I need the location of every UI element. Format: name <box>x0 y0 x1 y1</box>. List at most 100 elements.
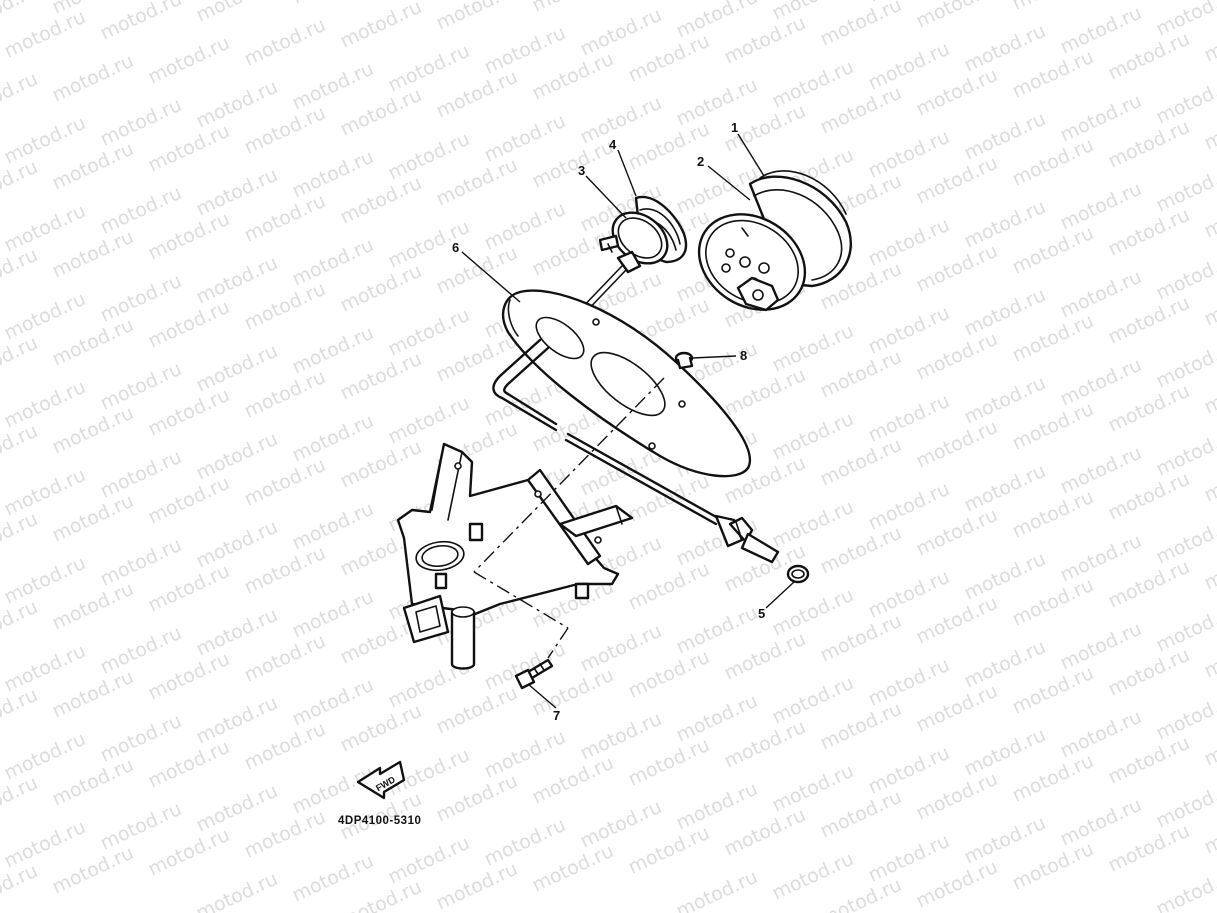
watermark-text: motod.ru <box>289 410 377 467</box>
watermark-text: motod.ru <box>289 58 377 115</box>
watermark-text: motod.ru <box>721 804 809 861</box>
watermark-text: motod.ru <box>961 20 1049 77</box>
watermark-text: motod.ru <box>193 604 281 661</box>
watermark-text: motod.ru <box>769 760 857 817</box>
watermark-text: motod.ru <box>961 724 1049 781</box>
watermark-text: motod.ru <box>97 446 185 503</box>
watermark-text: motod.ru <box>49 578 137 635</box>
watermark-text: motod.ru <box>289 0 377 9</box>
watermark-text: motod.ru <box>673 162 761 219</box>
watermark-text: motod.ru <box>673 866 761 913</box>
watermark-text: motod.ru <box>0 68 41 125</box>
watermark-text: motod.ru <box>529 48 617 105</box>
watermark-text: motod.ru <box>529 136 617 193</box>
watermark-text: motod.ru <box>865 566 953 623</box>
watermark-text: motod.ru <box>961 284 1049 341</box>
watermark-text: motod.ru <box>385 40 473 97</box>
watermark-text: motod.ru <box>481 22 569 79</box>
watermark-text: motod.ru <box>337 260 425 317</box>
watermark-text: motod.ru <box>817 698 905 755</box>
watermark-text: motod.ru <box>1 376 89 433</box>
watermark-text: motod.ru <box>241 718 329 775</box>
watermark-text: motod.ru <box>769 848 857 905</box>
watermark-text: motod.ru <box>1105 116 1193 173</box>
watermark-text: motod.ru <box>49 314 137 371</box>
watermark-text: motod.ru <box>49 754 137 811</box>
speedometer-cable <box>492 338 780 564</box>
watermark-text: motod.ru <box>721 12 809 69</box>
watermark-text: motod.ru <box>289 674 377 731</box>
watermark-text: motod.ru <box>337 172 425 229</box>
watermark-text: motod.ru <box>1009 398 1097 455</box>
watermark-text: motod.ru <box>337 84 425 141</box>
watermark-text: motod.ru <box>769 672 857 729</box>
watermark-text: motod.ru <box>289 322 377 379</box>
watermark-text: motod.ru <box>145 32 233 89</box>
watermark-text: motod.ru <box>673 690 761 747</box>
watermark-text: motod.ru <box>529 752 617 809</box>
watermark-text: motod.ru <box>817 786 905 843</box>
watermark-text: motod.ru <box>1105 292 1193 349</box>
watermark-text: motod.ru <box>673 602 761 659</box>
watermark-text: motod.ru <box>1105 28 1193 85</box>
callout-7: 7 <box>553 708 560 723</box>
watermark-text: motod.ru <box>865 38 953 95</box>
watermark-text: motod.ru <box>817 610 905 667</box>
watermark-text: motod.ru <box>289 234 377 291</box>
watermark-text: motod.ru <box>433 242 521 299</box>
watermark-text: motod.ru <box>1 816 89 873</box>
watermark-text: motod.ru <box>1 464 89 521</box>
watermark-text: motod.ru <box>49 842 137 899</box>
watermark-text: motod.ru <box>0 508 41 565</box>
watermark-text: motod.ru <box>433 330 521 387</box>
watermark-text: motod.ru <box>385 392 473 449</box>
watermark-text: motod.ru <box>49 138 137 195</box>
watermark-text: motod.ru <box>865 302 953 359</box>
o-ring-part <box>786 564 810 584</box>
watermark-text: motod.ru <box>49 402 137 459</box>
watermark-text: motod.ru <box>1057 794 1145 851</box>
watermark-text: motod.ru <box>817 522 905 579</box>
watermark-text: motod.ru <box>289 586 377 643</box>
callout-4: 4 <box>609 137 617 152</box>
watermark-text: motod.ru <box>193 780 281 837</box>
watermark-text: motod.ru <box>193 692 281 749</box>
watermark-text: motod.ru <box>433 66 521 123</box>
watermark-text: motod.ru <box>241 366 329 423</box>
watermark-text: motod.ru <box>961 812 1049 869</box>
watermark-text: motod.ru <box>145 472 233 529</box>
watermark-text: motod.ru <box>241 454 329 511</box>
watermark-text: motod.ru <box>1 6 89 63</box>
watermark-text: motod.ru <box>337 700 425 757</box>
watermark-text: motod.ru <box>769 56 857 113</box>
callout-5: 5 <box>758 606 765 621</box>
watermark-text: motod.ru <box>289 146 377 203</box>
watermark-text: motod.ru <box>145 296 233 353</box>
watermark-text: motod.ru <box>241 630 329 687</box>
watermark-text: motod.ru <box>817 0 905 51</box>
watermark-text: motod.ru <box>625 30 713 87</box>
watermark-text: motod.ru <box>0 156 41 213</box>
watermark-text: motod.ru <box>1105 556 1193 613</box>
watermark-text: motod.ru <box>865 214 953 271</box>
watermark-text: motod.ru <box>1009 662 1097 719</box>
watermark-text: motod.ru <box>1009 750 1097 807</box>
watermark-text: motod.ru <box>961 548 1049 605</box>
watermark-text: motod.ru <box>865 390 953 447</box>
watermark-text: motod.ru <box>49 50 137 107</box>
watermark-text: motod.ru <box>1105 732 1193 789</box>
watermark-text: motod.ru <box>97 94 185 151</box>
watermark-text: motod.ru <box>1057 530 1145 587</box>
watermark-text: motod.ru <box>1 112 89 169</box>
watermark-text: motod.ru <box>961 460 1049 517</box>
watermark-text: motod.ru <box>193 0 281 27</box>
watermark-text: motod.ru <box>145 824 233 881</box>
watermark-text: motod.ru <box>481 814 569 871</box>
watermark-text: motod.ru <box>385 216 473 273</box>
callout-6: 6 <box>452 240 459 255</box>
watermark-text: motod.ru <box>625 558 713 615</box>
watermark-text: motod.ru <box>865 654 953 711</box>
watermark-text: motod.ru <box>1057 2 1145 59</box>
watermark-text: motod.ru <box>577 92 665 149</box>
watermark-text: motod.ru <box>1009 838 1097 895</box>
